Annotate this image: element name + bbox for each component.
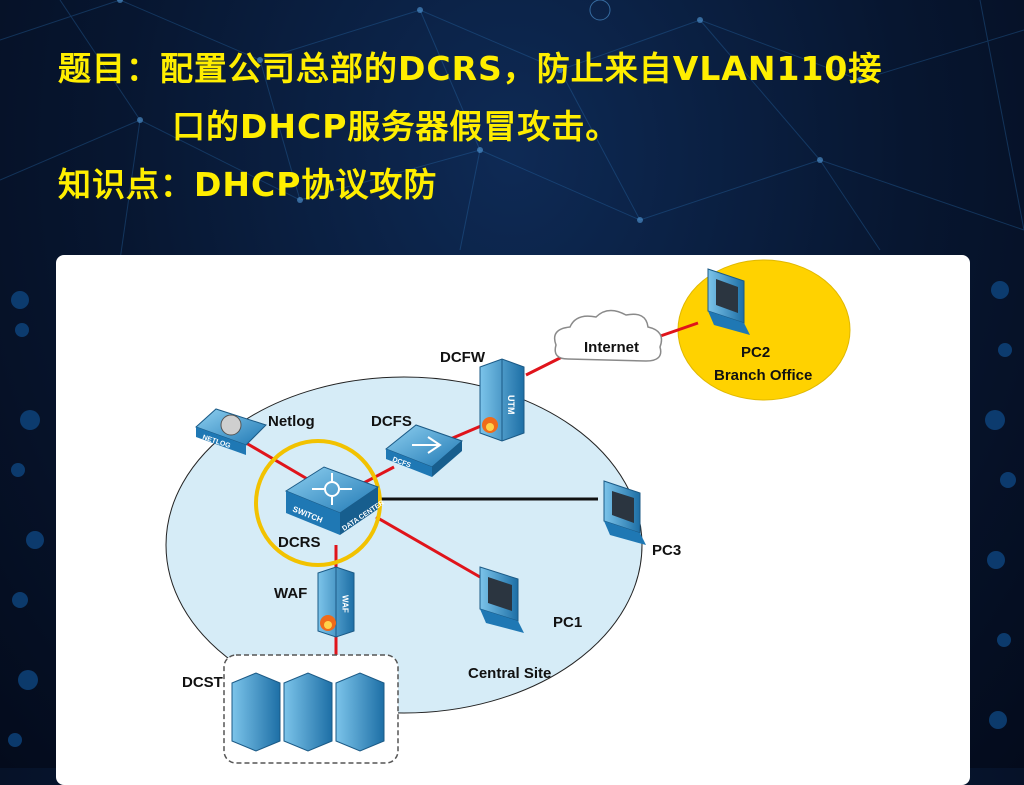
network-background (0, 0, 1024, 747)
pc3-label: PC3 (652, 542, 681, 559)
pc2-label: PC2 (741, 344, 770, 361)
task-line-2: 口的DHCP服务器假冒攻击。 (58, 98, 882, 156)
task-label: 题目： (58, 49, 160, 88)
waf-tag: WAF (341, 595, 350, 613)
dcfs-label: DCFS (371, 413, 412, 430)
utm-tag: UTM (506, 395, 516, 415)
netlog-device-icon: NETLOG (195, 408, 267, 455)
task-text-2: 口的DHCP服务器假冒攻击。 (172, 107, 620, 146)
link-dcrs-pc1 (375, 515, 481, 579)
link-internet-dcfw (525, 353, 567, 377)
branch-office-label: Branch Office (714, 367, 812, 384)
netlog-label: Netlog (268, 413, 315, 430)
dcrs-label: DCRS (278, 534, 321, 551)
dcfw-label: DCFW (440, 349, 486, 366)
topic-label: 知识点： (58, 165, 194, 204)
pc3-computer-icon (603, 480, 646, 545)
dcst-label: DCST (182, 674, 223, 691)
central-site-area (165, 376, 643, 714)
network-diagram: Internet UTM DCFW PC2 Branch Office NETL… (165, 259, 851, 764)
dcst-storage-icon (231, 672, 385, 752)
dcrs-highlight-ring (254, 439, 382, 567)
central-site-label: Central Site (468, 665, 551, 682)
dcfs-device-icon: DCFS (385, 424, 463, 477)
internet-cloud-icon (553, 309, 663, 362)
pc1-computer-icon (479, 566, 524, 633)
waf-label: WAF (274, 585, 307, 602)
diagram-panel: Internet UTM DCFW PC2 Branch Office NETL… (56, 255, 970, 785)
pc2-computer-icon (707, 268, 750, 335)
waf-device-icon: WAF (317, 566, 355, 638)
topic-line: 知识点：DHCP协议攻防 (58, 156, 882, 214)
pc1-label: PC1 (553, 614, 582, 631)
internet-label: Internet (584, 339, 639, 356)
dcfw-firewall-icon: UTM (479, 358, 525, 442)
topic-text: DHCP协议攻防 (194, 165, 438, 204)
task-text-1: 配置公司总部的DCRS，防止来自VLAN110接 (160, 49, 883, 88)
title-block: 题目：配置公司总部的DCRS，防止来自VLAN110接 口的DHCP服务器假冒攻… (58, 40, 882, 214)
task-line-1: 题目：配置公司总部的DCRS，防止来自VLAN110接 (58, 40, 882, 98)
